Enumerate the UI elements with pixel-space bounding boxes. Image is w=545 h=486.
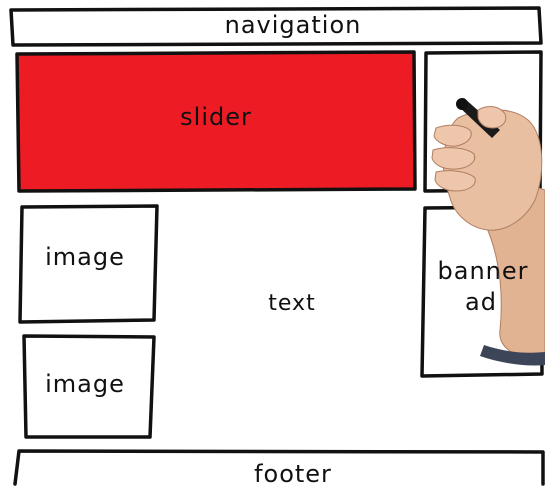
- slider-box: slider: [17, 52, 415, 191]
- footer-label: footer: [254, 460, 332, 486]
- slider-label: slider: [180, 103, 252, 131]
- navigation-box: navigation: [11, 8, 541, 45]
- image-box-top: image: [20, 206, 157, 322]
- image-bottom-label: image: [45, 370, 125, 398]
- banner-ad-label-line2: ad: [465, 288, 497, 316]
- hand-with-marker-icon: [432, 98, 545, 366]
- finger-2: [432, 148, 475, 169]
- footer-box: footer: [15, 451, 543, 486]
- banner-ad-label-line1: banner: [438, 257, 529, 285]
- text-area-label: text: [268, 291, 315, 316]
- finger-1: [434, 125, 471, 146]
- thumb: [478, 107, 506, 128]
- image-box-bottom: image: [24, 336, 154, 437]
- image-top-label: image: [45, 243, 125, 271]
- marker-tip: [456, 98, 468, 110]
- navigation-label: navigation: [225, 11, 362, 39]
